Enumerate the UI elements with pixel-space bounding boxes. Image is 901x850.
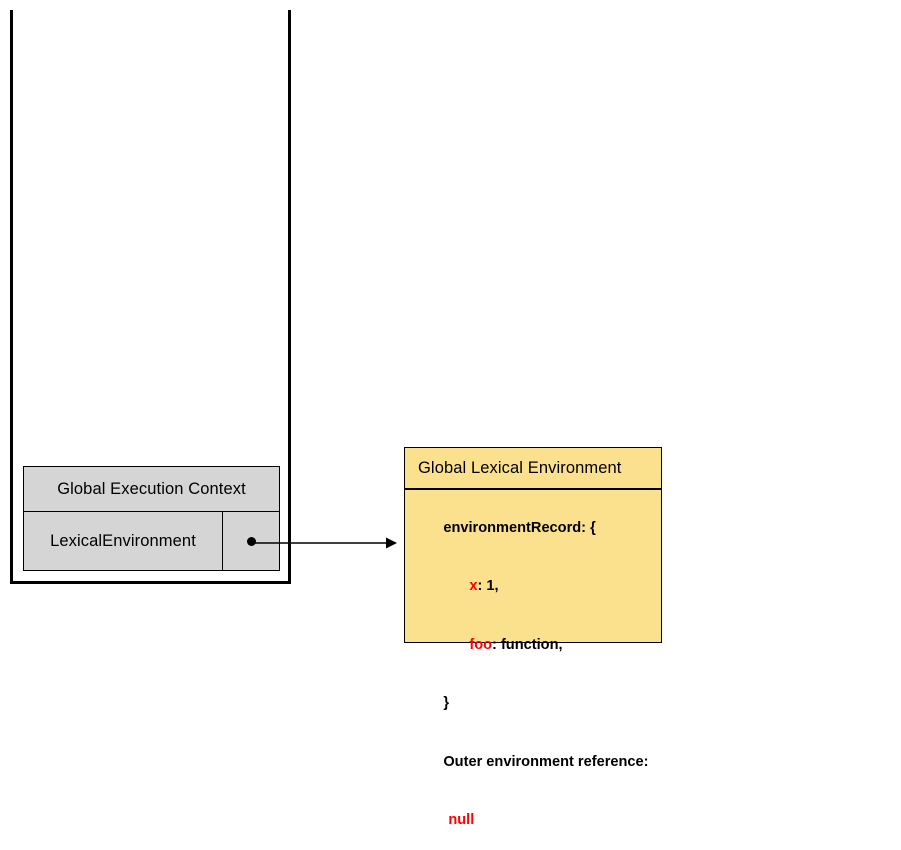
lexical-environment-title: Global Lexical Environment xyxy=(418,459,621,478)
table-row: LexicalEnvironment xyxy=(24,512,279,570)
list-item: environmentRecord: { xyxy=(419,499,651,558)
lexical-environment-property-label: LexicalEnvironment xyxy=(50,532,196,551)
outer-environment-reference-value: null xyxy=(448,812,474,828)
variable-foo-value: : function, xyxy=(492,637,563,653)
list-item: foo: function, xyxy=(419,616,651,675)
environment-record-close-line: } xyxy=(443,695,449,711)
list-item: null xyxy=(419,792,651,850)
lexical-environment-body: environmentRecord: { x: 1, foo: function… xyxy=(405,490,661,850)
environment-record-open-line: environmentRecord: { xyxy=(443,520,595,536)
arrow-icon xyxy=(248,527,398,559)
lexical-environment-header: Global Lexical Environment xyxy=(405,448,661,490)
variable-x-value: : 1, xyxy=(477,578,498,594)
lexical-environment-reference-arrow xyxy=(248,527,398,559)
variable-foo-key: foo xyxy=(469,637,492,653)
lexical-environment-property-label-cell: LexicalEnvironment xyxy=(24,512,223,570)
list-item: } xyxy=(419,675,651,734)
global-lexical-environment-box: Global Lexical Environment environmentRe… xyxy=(404,447,662,643)
outer-environment-reference-label: Outer environment reference: xyxy=(443,754,648,770)
global-execution-context-frame: Global Execution Context LexicalEnvironm… xyxy=(23,466,280,571)
list-item: Outer environment reference: xyxy=(419,733,651,792)
execution-context-title-row: Global Execution Context xyxy=(24,467,279,512)
execution-context-title: Global Execution Context xyxy=(57,480,246,499)
list-item: x: 1, xyxy=(419,558,651,617)
